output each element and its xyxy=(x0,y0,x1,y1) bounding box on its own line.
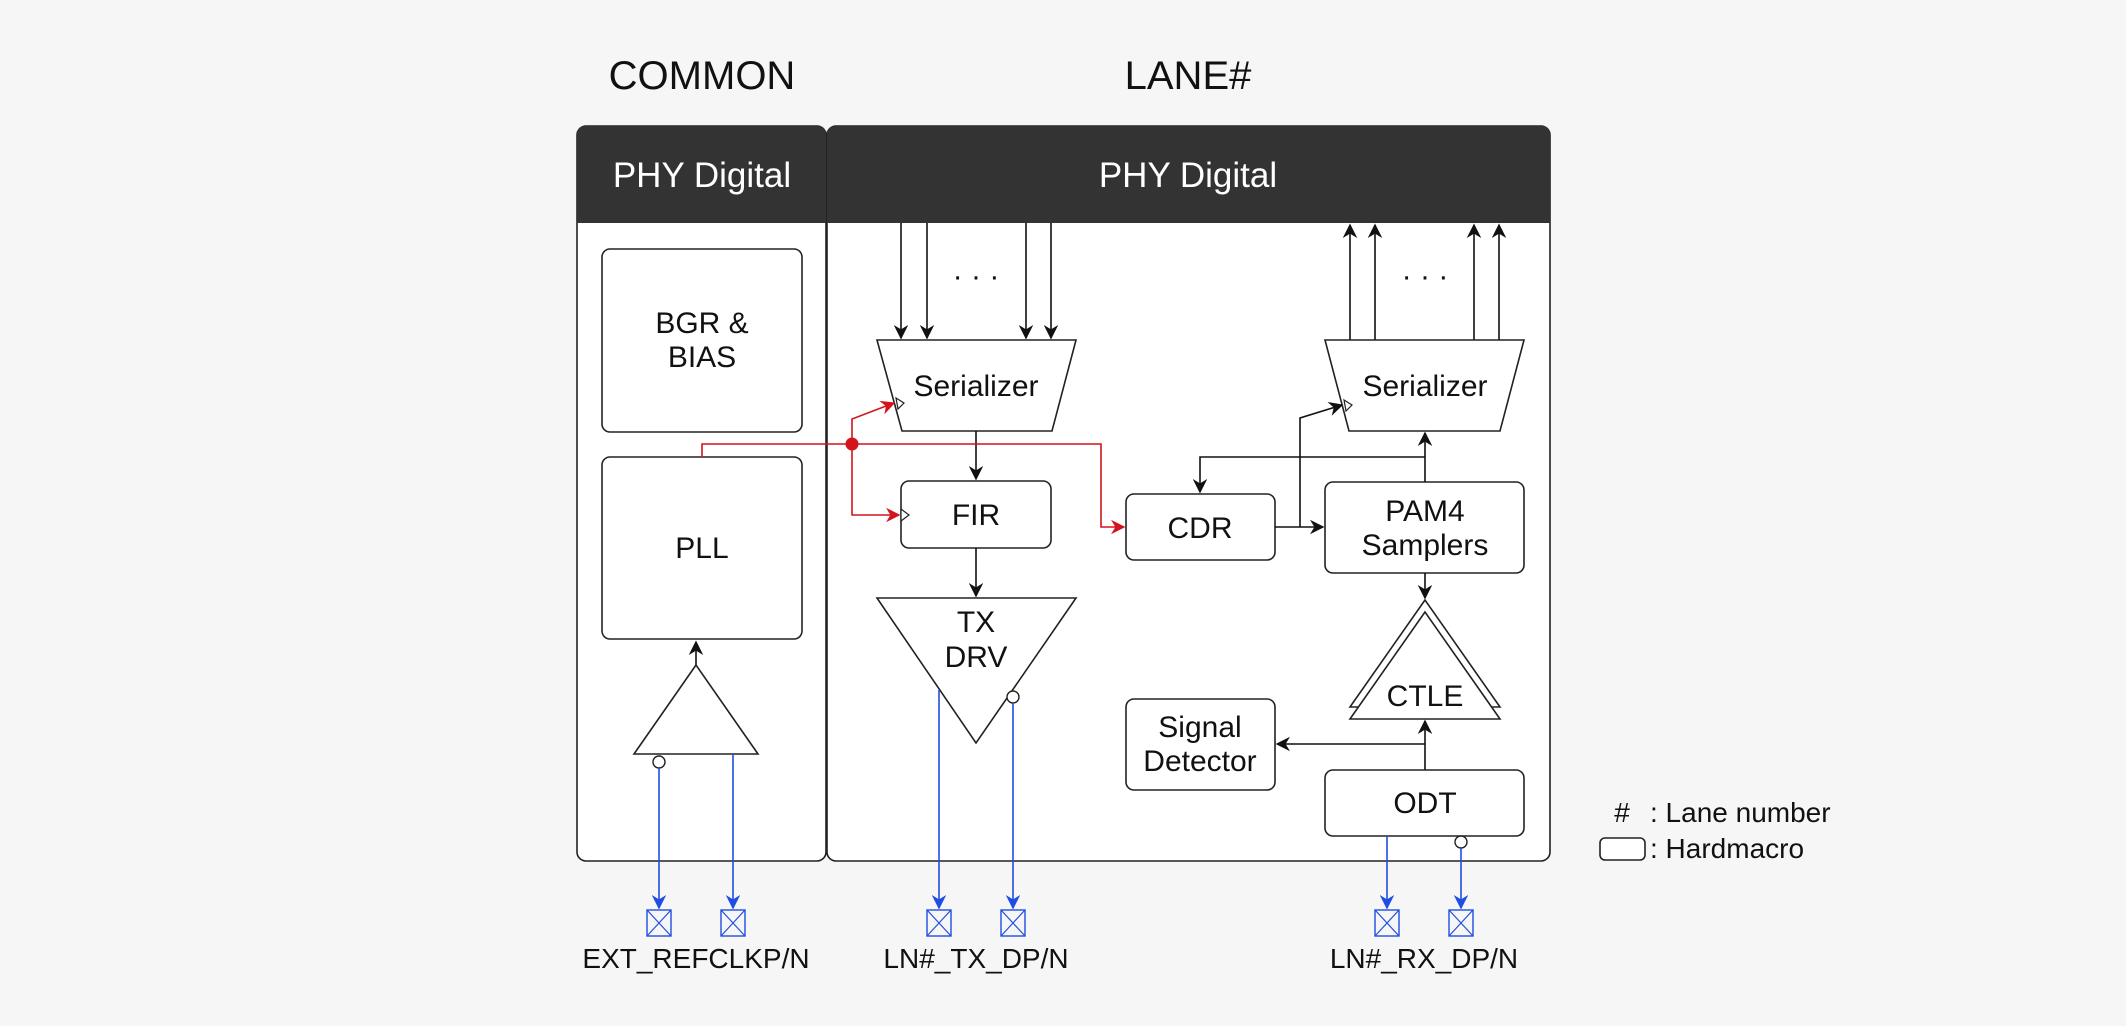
cdr-label: CDR xyxy=(1168,512,1233,545)
bgr-bias-block: BGR & BIAS xyxy=(601,248,803,433)
pad-tx-n xyxy=(1000,909,1026,937)
tx-drv-label-line1: TX xyxy=(957,606,995,639)
clock-input-marker xyxy=(895,396,905,411)
pad-label-rx: LN#_RX_DP/N xyxy=(1330,943,1518,974)
legend-hash-desc: : Lane number xyxy=(1650,797,1831,828)
tx-serializer-label: Serializer xyxy=(913,370,1038,403)
clock-input-marker xyxy=(1343,398,1353,413)
pads xyxy=(646,909,1474,937)
tx-drv-label-line2: DRV xyxy=(945,641,1008,674)
pll-label: PLL xyxy=(675,532,728,565)
pad-refclk-n xyxy=(720,909,746,937)
legend-box-desc: : Hardmacro xyxy=(1650,833,1804,864)
pad-wires xyxy=(651,690,1469,910)
inversion-bubble xyxy=(652,755,666,769)
pad-refclk-p xyxy=(646,909,672,937)
common-header-bar xyxy=(577,126,826,223)
sd-label-line1: Signal xyxy=(1158,711,1241,744)
pam4-label-line2: Samplers xyxy=(1362,529,1489,562)
signal-detector-block: Signal Detector xyxy=(1125,698,1276,791)
lane-header-bar xyxy=(827,126,1550,223)
sd-label-line2: Detector xyxy=(1143,745,1256,778)
clock-junction-dot xyxy=(845,437,859,451)
fir-label: FIR xyxy=(952,499,1000,532)
ctle-label: CTLE xyxy=(1387,680,1464,713)
tx-serializer-block: · · · Serializer xyxy=(875,223,1078,432)
rx-serializer-label: Serializer xyxy=(1362,370,1487,403)
inversion-bubble xyxy=(1006,690,1020,704)
lane-section-title: LANE# xyxy=(1125,54,1252,98)
cdr-block: CDR xyxy=(1125,493,1276,561)
pam4-label-line1: PAM4 xyxy=(1385,495,1464,528)
clock-distribution-wires xyxy=(701,400,1126,535)
rx-ellipsis: · · · xyxy=(1402,260,1449,293)
pad-label-tx: LN#_TX_DP/N xyxy=(883,943,1068,974)
pad-label-refclk: EXT_REFCLKP/N xyxy=(582,943,809,974)
pll-block: PLL xyxy=(601,456,803,640)
odt-block: ODT xyxy=(1324,769,1525,849)
rx-datapath-wires xyxy=(1192,401,1433,770)
rx-serializer-block: · · · Serializer xyxy=(1323,223,1526,432)
legend: # : Lane number : Hardmacro xyxy=(1599,797,1831,864)
odt-label: ODT xyxy=(1393,787,1456,820)
fir-block: FIR xyxy=(900,431,1052,549)
tx-driver-block: TX DRV xyxy=(875,548,1078,745)
pam4-samplers-block: PAM4 Samplers xyxy=(1324,481,1525,574)
legend-hash-symbol: # xyxy=(1614,797,1630,828)
refclk-buffer xyxy=(632,640,760,769)
lane-header-label: PHY Digital xyxy=(1099,156,1277,195)
ctle-block: CTLE xyxy=(1348,598,1502,720)
pad-tx-p xyxy=(926,909,952,937)
bgr-bias-label-line1: BGR & xyxy=(655,307,748,340)
legend-hardmacro-icon xyxy=(1599,837,1646,861)
pad-rx-p xyxy=(1374,909,1400,937)
clock-input-marker xyxy=(900,507,910,523)
pad-rx-n xyxy=(1448,909,1474,937)
common-section-title: COMMON xyxy=(609,54,796,98)
bgr-bias-label-line2: BIAS xyxy=(668,341,736,374)
inversion-bubble xyxy=(1454,835,1468,849)
common-header-label: PHY Digital xyxy=(613,156,791,195)
tx-ellipsis: · · · xyxy=(953,260,1000,293)
